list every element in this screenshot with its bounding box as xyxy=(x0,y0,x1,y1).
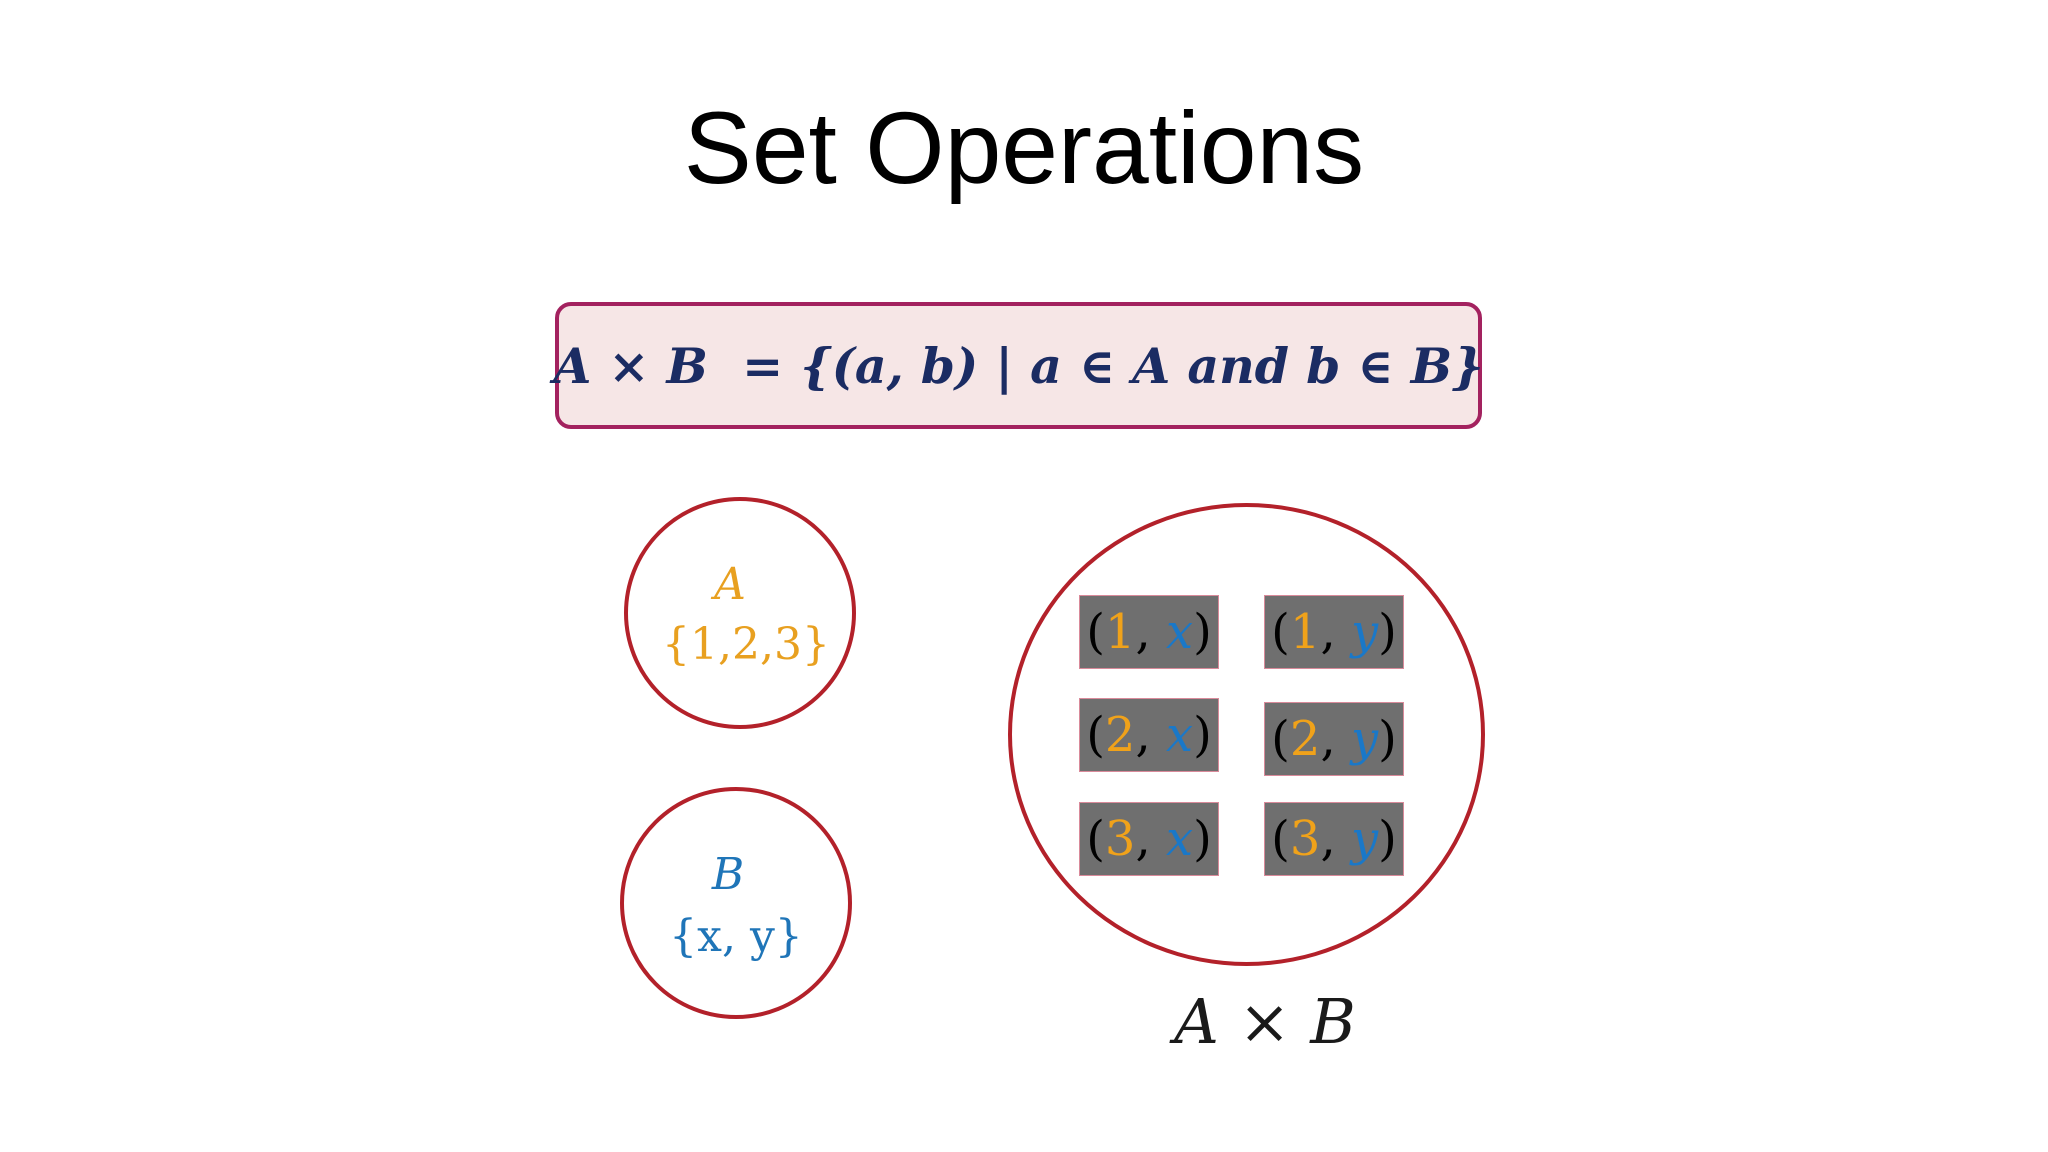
set-a-name: A xyxy=(714,559,746,610)
pair-second: x xyxy=(1165,707,1194,763)
pair-first: 2 xyxy=(1104,707,1136,763)
pair-box: (1, y) xyxy=(1264,595,1404,669)
set-a-elements: {1,2,3} xyxy=(662,619,830,670)
pair-box: (2, x) xyxy=(1079,698,1219,772)
pair-second: x xyxy=(1165,811,1194,867)
pair-first: 3 xyxy=(1289,811,1321,867)
product-circle xyxy=(1008,503,1485,966)
pair-first: 1 xyxy=(1289,604,1321,660)
definition-rhs: = {(a, b) | a ∈ A and b ∈ B} xyxy=(742,336,1484,395)
pair-box: (2, y) xyxy=(1264,702,1404,776)
pair-second: y xyxy=(1350,604,1379,660)
set-b-elements: {x, y} xyxy=(669,911,803,962)
definition-lhs: A × B xyxy=(553,336,708,395)
pair-second: y xyxy=(1350,711,1379,767)
set-b-circle xyxy=(620,787,852,1019)
pair-second: x xyxy=(1165,604,1194,660)
page-title: Set Operations xyxy=(683,91,1365,205)
pair-box: (3, x) xyxy=(1079,802,1219,876)
pair-first: 2 xyxy=(1289,711,1321,767)
pair-first: 1 xyxy=(1104,604,1136,660)
set-b-name: B xyxy=(711,849,745,900)
product-label: A × B xyxy=(1174,985,1356,1058)
pair-box: (3, y) xyxy=(1264,802,1404,876)
pair-first: 3 xyxy=(1104,811,1136,867)
pair-second: y xyxy=(1350,811,1379,867)
pair-box: (1, x) xyxy=(1079,595,1219,669)
definition-box: A × B = {(a, b) | a ∈ A and b ∈ B} xyxy=(553,302,1484,429)
definition-formula: A × B = {(a, b) | a ∈ A and b ∈ B} xyxy=(553,306,1483,425)
set-a-circle xyxy=(624,497,856,729)
